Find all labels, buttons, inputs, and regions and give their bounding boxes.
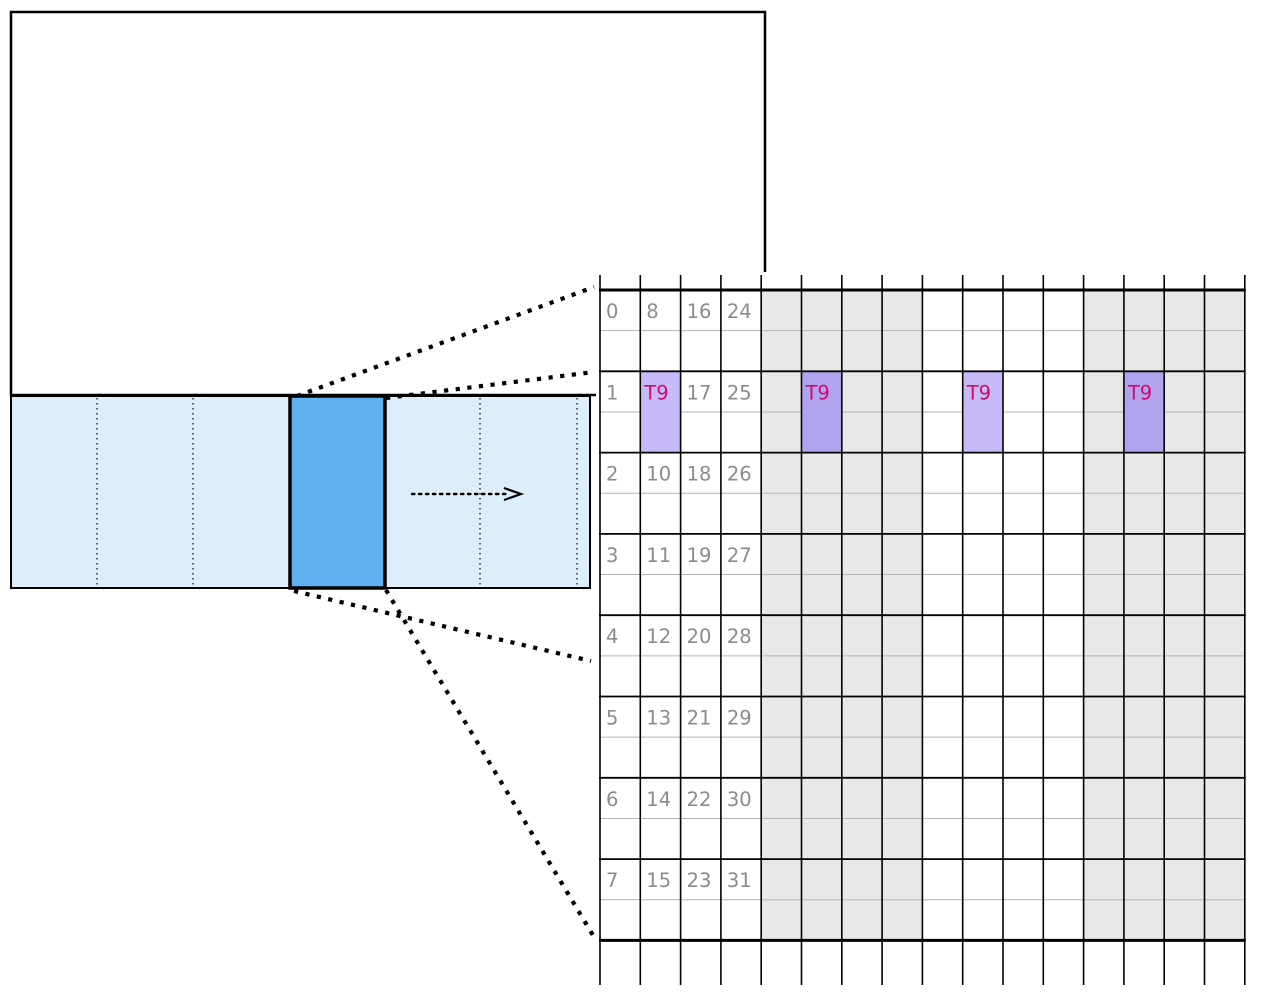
index-number: 29 — [727, 707, 752, 730]
index-number: 16 — [687, 300, 712, 323]
index-number: 2 — [606, 463, 618, 486]
index-number: 5 — [606, 707, 618, 730]
index-number: 19 — [687, 544, 712, 567]
index-number: 1 — [606, 381, 618, 404]
index-number: 11 — [646, 544, 671, 567]
index-number: 8 — [646, 300, 658, 323]
index-number: 3 — [606, 544, 618, 567]
thread-label: T9 — [643, 381, 668, 404]
index-number: 30 — [727, 788, 752, 811]
index-number: 21 — [687, 707, 712, 730]
index-number: 18 — [687, 463, 712, 486]
thread-access-cell — [962, 371, 1003, 453]
index-number: 24 — [727, 300, 752, 323]
thread-label: T9 — [805, 381, 830, 404]
index-number: 17 — [687, 381, 712, 404]
active-tile-block — [288, 394, 387, 590]
index-number: 20 — [687, 625, 712, 648]
index-number: 15 — [646, 869, 671, 892]
index-number: 22 — [687, 788, 712, 811]
thread-label: T9 — [1127, 381, 1152, 404]
index-number: 27 — [727, 544, 752, 567]
index-number: 6 — [606, 788, 618, 811]
thread-access-cell — [640, 371, 681, 453]
index-number: 10 — [646, 463, 671, 486]
index-number: 14 — [646, 788, 671, 811]
zoom-connector-line — [293, 588, 592, 664]
thread-access-cell — [801, 371, 842, 453]
index-number: 13 — [646, 707, 671, 730]
direction-arrow-head — [503, 486, 525, 502]
index-number: 26 — [727, 463, 752, 486]
zoom-connector-line — [384, 588, 596, 939]
index-number: 7 — [606, 869, 618, 892]
index-number: 28 — [727, 625, 752, 648]
thread-label: T9 — [966, 381, 991, 404]
index-number: 31 — [727, 869, 752, 892]
thread-access-cell — [1123, 371, 1165, 453]
index-number: 23 — [687, 869, 712, 892]
index-number: 25 — [727, 381, 752, 404]
index-number: 4 — [606, 625, 618, 648]
index-number: 12 — [646, 625, 671, 648]
index-number: 0 — [606, 300, 618, 323]
